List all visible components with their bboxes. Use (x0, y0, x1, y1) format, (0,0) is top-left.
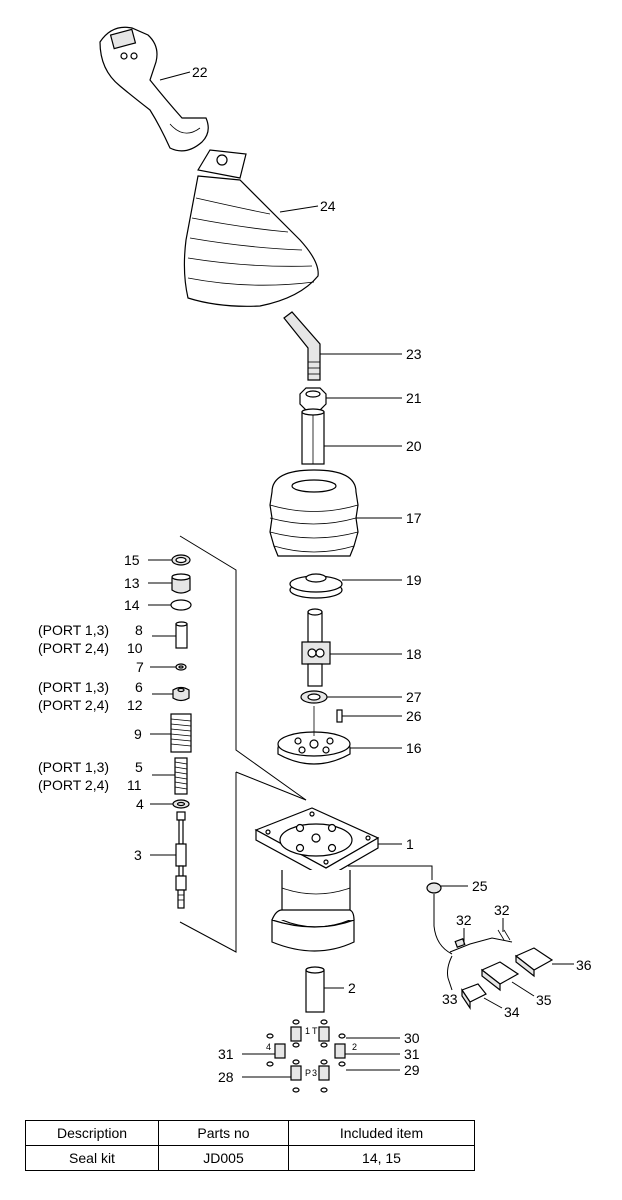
callout-8: 8 (135, 622, 143, 638)
callout-28: 28 (218, 1069, 234, 1085)
callout-5: 5 (135, 759, 143, 775)
callout-32-left: 32 (456, 912, 472, 928)
callout-30: 30 (404, 1030, 420, 1046)
bellows-boot (269, 469, 359, 557)
port-label-8: (PORT 1,3) (38, 622, 109, 638)
column-header-parts-no: Parts no (158, 1120, 289, 1146)
port-label-6: (PORT 1,3) (38, 679, 109, 695)
washer-7 (175, 663, 187, 671)
callout-34: 34 (504, 1004, 520, 1020)
lower-sleeve (305, 966, 325, 1013)
callout-26: 26 (406, 708, 422, 724)
callout-17: 17 (406, 510, 422, 526)
seal-holder-13 (171, 573, 191, 594)
top-plate (289, 573, 343, 599)
callout-31-left: 31 (218, 1046, 234, 1062)
callout-16: 16 (406, 740, 422, 756)
callout-36: 36 (576, 957, 592, 973)
callout-18: 18 (406, 646, 422, 662)
lever-rod (283, 311, 321, 381)
callout-14: 14 (124, 597, 140, 613)
pin (336, 709, 343, 723)
valve-body (254, 807, 380, 952)
callout-11: 11 (127, 777, 142, 793)
port-mark-4: 4 (266, 1042, 271, 1052)
callout-24: 24 (320, 198, 336, 214)
callout-1: 1 (406, 836, 414, 852)
callout-33: 33 (442, 991, 458, 1007)
port-mark-2: 2 (352, 1042, 357, 1052)
spool-3 (175, 811, 187, 909)
seal-ring-15 (171, 554, 191, 566)
universal-joint (301, 608, 331, 687)
port-label-10: (PORT 2,4) (38, 640, 109, 656)
callout-7: 7 (136, 659, 144, 675)
connector-34 (461, 983, 487, 1010)
port-mark-T: T (312, 1026, 318, 1036)
callout-12: 12 (127, 697, 143, 713)
port-mark-1: 1 (305, 1026, 310, 1036)
table-header-row: Description Parts no Included item (25, 1120, 475, 1146)
port-label-12: (PORT 2,4) (38, 697, 109, 713)
callout-15: 15 (124, 552, 140, 568)
cell-parts-no: JD005 (158, 1145, 289, 1171)
seal-kit-table: Description Parts no Included item Seal … (25, 1120, 475, 1171)
column-header-description: Description (25, 1120, 159, 1146)
connector-36 (514, 947, 554, 978)
spring-9 (170, 713, 192, 753)
callout-27: 27 (406, 689, 422, 705)
spring-seat-6-12 (172, 686, 190, 702)
callout-29: 29 (404, 1062, 420, 1078)
callout-13: 13 (124, 575, 140, 591)
rubber-boot (183, 149, 319, 307)
wire-harness (447, 929, 513, 979)
table-row: Seal kit JD005 14, 15 (25, 1145, 475, 1171)
port-label-5: (PORT 1,3) (38, 759, 109, 775)
washer-4 (172, 799, 190, 809)
push-rod-8-10 (175, 621, 188, 649)
column-header-included-item: Included item (288, 1120, 475, 1146)
callout-10: 10 (127, 640, 143, 656)
cell-description: Seal kit (25, 1145, 159, 1171)
port-mark-P: P (305, 1068, 311, 1078)
callout-31-right: 31 (404, 1046, 420, 1062)
cable-grommet (348, 865, 453, 955)
exploded-parts-diagram: 22 24 23 21 20 (38, 26, 592, 1093)
callout-23: 23 (406, 346, 422, 362)
washer (300, 690, 328, 704)
connector-35 (480, 961, 520, 992)
callout-19: 19 (406, 572, 422, 588)
handle-grip (99, 26, 209, 152)
callout-25: 25 (472, 878, 488, 894)
spring-5-11 (174, 757, 188, 795)
callout-2: 2 (348, 980, 356, 996)
callout-21: 21 (406, 390, 422, 406)
cell-included-item: 14, 15 (288, 1145, 475, 1171)
callout-6: 6 (135, 679, 143, 695)
port-label-11: (PORT 2,4) (38, 777, 109, 793)
callout-9: 9 (134, 726, 142, 742)
callout-4: 4 (136, 796, 144, 812)
callout-22: 22 (192, 64, 208, 80)
hex-sleeve (301, 408, 325, 465)
callout-32-right: 32 (494, 902, 510, 918)
hex-nut (299, 387, 327, 411)
callout-35: 35 (536, 992, 552, 1008)
port-mark-3: 3 (312, 1068, 317, 1078)
cam-plate (277, 731, 351, 765)
o-ring-14 (170, 599, 192, 611)
base-port-fittings (266, 1019, 346, 1093)
callout-20: 20 (406, 438, 422, 454)
callout-3: 3 (134, 847, 142, 863)
